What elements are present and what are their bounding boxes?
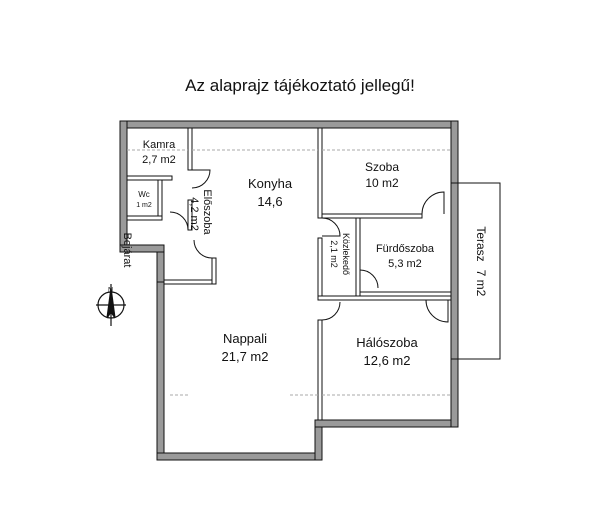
entrance-label: Bejárat (121, 233, 133, 268)
room-szoba-name: Szoba (365, 160, 399, 174)
plan-title: Az alaprajz tájékoztató jellegű! (185, 76, 415, 95)
exterior-walls (119, 120, 459, 461)
room-konyha-name: Konyha (248, 176, 293, 191)
room-szoba-area: 10 m2 (365, 176, 399, 190)
dashed-lines (127, 149, 451, 396)
room-terasz-name: Terasz (474, 226, 488, 261)
room-eloszoba-area: 4,2 m2 (188, 197, 200, 231)
room-nappali-area: 21,7 m2 (222, 349, 269, 364)
room-kozlekedo-name: Közlekedő (341, 233, 351, 275)
room-furdoszoba-area: 5,3 m2 (388, 258, 422, 270)
room-kozlekedo-area: 2,1 m2 (329, 240, 339, 268)
room-eloszoba-name: Előszoba (201, 189, 213, 235)
room-nappali-name: Nappali (223, 331, 267, 346)
room-wc-area: 1 m2 (136, 202, 152, 209)
north-label: N (108, 287, 113, 294)
room-kamra-name: Kamra (143, 139, 176, 151)
room-haloszoba-area: 12,6 m2 (364, 353, 411, 368)
north-arrow-icon (96, 284, 126, 326)
room-furdoszoba-name: Fürdőszoba (376, 243, 435, 255)
door-swings (169, 169, 449, 323)
room-kamra-area: 2,7 m2 (142, 154, 176, 166)
room-konyha-area: 14,6 (257, 194, 282, 209)
room-haloszoba-name: Hálószoba (356, 335, 418, 350)
room-wc-name: Wc (138, 190, 150, 199)
room-terasz-area: 7 m2 (474, 270, 488, 297)
interior-walls (126, 127, 452, 421)
